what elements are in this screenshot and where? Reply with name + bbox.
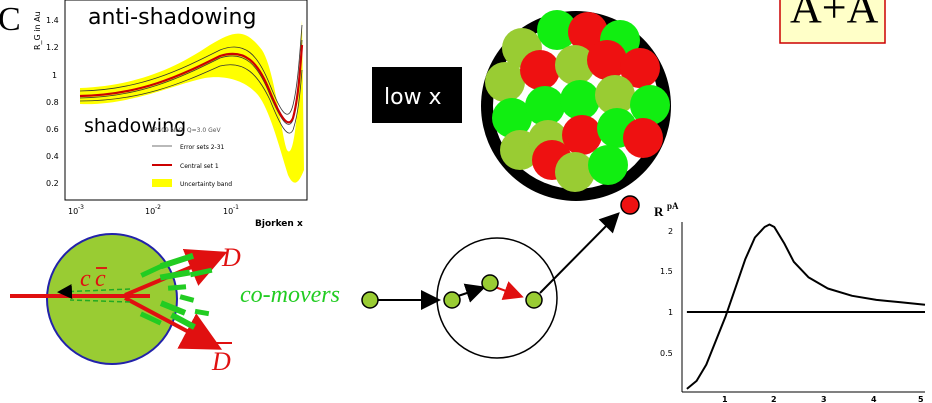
target-nucleus	[46, 233, 178, 365]
legend-band-swatch	[152, 179, 172, 187]
rpa-xtick-5: 5	[918, 395, 924, 403]
legend-band-label: Uncertainty band	[180, 181, 232, 188]
corner-glyph: C	[0, 1, 21, 38]
ytick-3: 1	[52, 71, 57, 80]
eps09-xlabel: Bjorken x	[255, 219, 303, 229]
nucleons	[485, 10, 670, 192]
rpa-ylabel-sup: pA	[667, 201, 679, 211]
ytick-2: 1.2	[46, 43, 59, 52]
particle-1	[361, 291, 379, 309]
xtick-3: 10	[223, 207, 233, 216]
comovers-label: co-movers	[240, 282, 340, 308]
xtick-1-exp: -3	[78, 204, 84, 211]
xtick-3-exp: -1	[233, 204, 239, 211]
ytick-1: 1.4	[46, 16, 59, 25]
shadowing-label: shadowing	[84, 115, 186, 137]
ytick-7: 0.2	[46, 179, 59, 188]
rpa-xtick-2: 2	[771, 395, 777, 403]
particle-4	[525, 291, 543, 309]
rpa-ytick-2: 2	[668, 227, 673, 236]
comover-arrow-2	[69, 299, 131, 303]
ytick-4: 0.8	[46, 98, 59, 107]
low-x-box	[372, 67, 462, 123]
legend-central-label: Central set 1	[180, 163, 219, 170]
path-arrow-4	[539, 212, 620, 294]
rpa-ytick-1: 1	[668, 308, 673, 317]
dbar-meson-arrow	[124, 296, 223, 350]
rpa-xtick-4: 4	[871, 395, 877, 403]
collision-diagram: c c D D co-movers	[10, 233, 340, 376]
path-diagram	[361, 195, 640, 359]
nucleus-diagram	[481, 10, 671, 201]
rpa-xtick-3: 3	[821, 395, 827, 403]
legend-error-label: Error sets 2-31	[180, 144, 225, 151]
ytick-6: 0.4	[46, 152, 59, 161]
c-label: c	[80, 266, 91, 292]
rpa-xtick-1: 1	[722, 395, 728, 403]
central-set-curve	[79, 44, 304, 124]
aa-box	[779, 0, 886, 44]
aa-label: A+A	[790, 0, 879, 32]
rpa-ylabel: R	[654, 204, 664, 219]
particle-3	[481, 274, 499, 292]
eps09-legend: Error sets 2-31 Central set 1 Uncertaint…	[152, 144, 232, 188]
comover-arrow-1	[57, 283, 131, 299]
xtick-2: 10	[145, 207, 155, 216]
rpa-xticks: 1 2 3 4 5	[722, 395, 924, 403]
eps09-ylabel: R_G in Au	[33, 11, 42, 50]
rpa-ytick-1p5: 1.5	[660, 267, 673, 276]
eps09-header-small: EPS09 NLO, Q=3.0 GeV	[150, 127, 221, 134]
eps09-xticks: 10 -3 10 -2 10 -1	[68, 204, 239, 216]
path-arrow-3	[494, 281, 524, 300]
d-label: D	[221, 243, 241, 272]
particle-exit	[620, 195, 640, 215]
rpa-curve	[686, 223, 926, 390]
particle-2	[443, 291, 461, 309]
anti-shadowing-label: anti-shadowing	[88, 5, 256, 30]
rpa-yticks: 2 1.5 1 0.5	[660, 227, 673, 358]
xtick-2-exp: -2	[155, 204, 161, 211]
cbar-label: c	[95, 266, 106, 292]
ytick-5: 0.6	[46, 125, 59, 134]
eps09-plot: C 1.4 1.2 1 0.8 0.6 0.4 0.2 R_G in Au 10…	[0, 0, 308, 229]
xtick-1: 10	[68, 207, 78, 216]
eps09-yticks: 1.4 1.2 1 0.8 0.6 0.4 0.2	[46, 16, 59, 188]
rpa-ytick-0p5: 0.5	[660, 349, 673, 358]
low-x-label: low x	[384, 85, 442, 110]
rpa-chart: R pA 2 1.5 1 0.5 1 2 3 4 5	[654, 201, 926, 403]
comover-dashes	[139, 252, 213, 330]
dbar-label: D	[211, 347, 231, 376]
